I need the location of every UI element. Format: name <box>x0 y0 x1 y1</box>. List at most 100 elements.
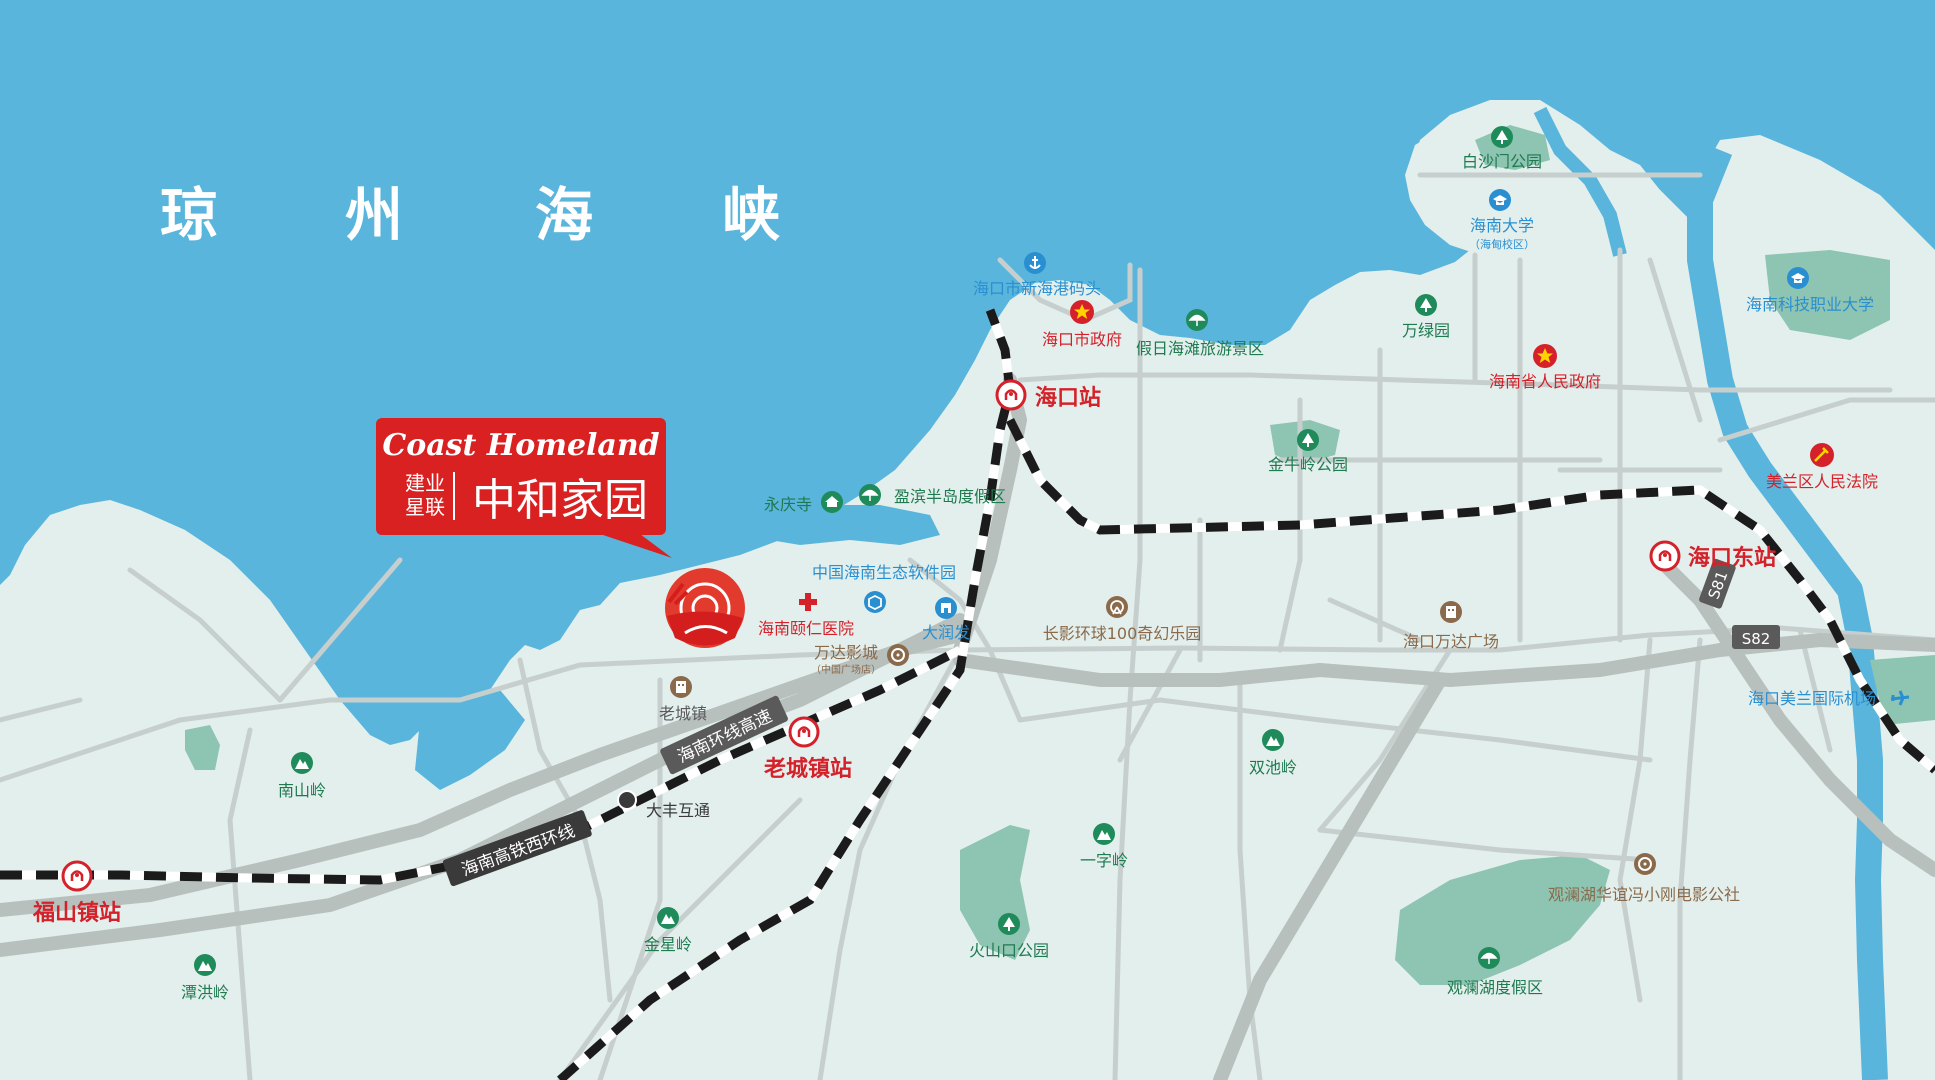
park-icon <box>1297 429 1319 451</box>
poi-jinniuling[interactable]: 金牛岭公园 <box>1268 429 1348 474</box>
poi-label: 假日海滩旅游景区 <box>1136 339 1264 358</box>
poi-label: 海南颐仁医院 <box>758 619 854 638</box>
cinema-reel-icon <box>886 643 910 667</box>
mountain-icon <box>1093 823 1115 845</box>
poi-meilan-airport[interactable]: 海口美兰国际机场 <box>1748 689 1911 708</box>
poi-label: 潭洪岭 <box>181 983 229 1002</box>
park-icon <box>998 913 1020 935</box>
poi-label: 火山口公园 <box>969 941 1049 960</box>
poi-label: 盈滨半岛度假区 <box>894 487 1006 506</box>
poi-label: 双池岭 <box>1249 758 1297 777</box>
station-fushan[interactable]: 福山镇站 <box>32 860 121 926</box>
strait-char-2: 州 <box>345 181 403 249</box>
mountain-icon <box>291 752 313 774</box>
poi-dafeng-interchange[interactable]: 大丰互通 <box>617 790 710 820</box>
poi-haikou-wanda[interactable]: 海口万达广场 <box>1403 601 1499 651</box>
poi-label: 观澜湖华谊冯小刚电影公社 <box>1548 885 1740 904</box>
poi-yiren-hospital[interactable]: 海南颐仁医院 <box>758 593 854 638</box>
train-station-icon <box>61 860 93 892</box>
brand-line1: 建业 <box>405 471 445 495</box>
poi-huoshankou[interactable]: 火山口公园 <box>969 913 1049 960</box>
poi-label: 海口市政府 <box>1042 330 1122 349</box>
poi-guanlanhu-resort[interactable]: 观澜湖度假区 <box>1447 946 1543 997</box>
station-haikou[interactable]: 海口站 <box>995 379 1101 411</box>
sea-area <box>0 0 1935 745</box>
train-station-icon <box>995 379 1027 411</box>
poi-baishamen[interactable]: 白沙门公园 <box>1462 126 1542 171</box>
beach-umbrella-icon <box>1477 946 1501 970</box>
s82-text: S82 <box>1742 630 1771 648</box>
poi-hainan-university[interactable]: 海南大学 （海甸校区） <box>1469 189 1535 251</box>
project-logo-icon <box>665 568 745 648</box>
poi-yingbin[interactable]: 盈滨半岛度假区 <box>858 483 1006 507</box>
court-gavel-icon <box>1808 441 1836 469</box>
poi-nanshanling[interactable]: 南山岭 <box>278 752 326 800</box>
poi-hainan-tech[interactable]: 海南科技职业大学 <box>1746 267 1874 314</box>
park-icon <box>1415 294 1437 316</box>
poi-label: 南山岭 <box>278 781 326 800</box>
poi-yongqing-temple[interactable]: 永庆寺 <box>764 491 843 514</box>
poi-changying[interactable]: 长影环球100奇幻乐园 <box>1043 595 1202 643</box>
poi-label: 金牛岭公园 <box>1268 455 1348 474</box>
poi-label: 中国海南生态软件园 <box>812 563 956 582</box>
brand-callout[interactable]: Coast Homeland 建业 星联 中和家园 <box>376 418 672 558</box>
strait-title: 琼 州 海 峡 <box>160 181 780 249</box>
station-laocheng[interactable]: 老城镇站 <box>763 716 852 782</box>
poi-label: 白沙门公园 <box>1462 152 1542 171</box>
poi-label: 海口万达广场 <box>1403 632 1499 651</box>
interchange-dot-icon <box>617 790 637 810</box>
station-label: 海口站 <box>1035 385 1101 411</box>
poi-label: 万绿园 <box>1402 321 1450 340</box>
park-icon <box>1491 126 1513 148</box>
poi-software-park[interactable]: 中国海南生态软件园 <box>812 563 956 614</box>
station-label: 海口东站 <box>1688 545 1776 571</box>
poi-label: 长影环球100奇幻乐园 <box>1043 624 1202 643</box>
supermarket-icon <box>935 597 957 619</box>
station-label: 老城镇站 <box>763 756 852 782</box>
software-park-icon <box>863 590 887 614</box>
nandu-river-branch <box>1533 106 1627 257</box>
s81-label: S81 <box>1699 558 1736 609</box>
poi-label: 大润发 <box>922 623 970 642</box>
poi-xinhai-port[interactable]: 海口市新海港码头 <box>973 251 1101 298</box>
poi-jinxingling[interactable]: 金星岭 <box>644 907 692 954</box>
poi-label: 海口市新海港码头 <box>973 279 1101 298</box>
poi-shuangchiling[interactable]: 双池岭 <box>1249 729 1297 777</box>
temple-icon <box>821 491 843 513</box>
poi-darunfa[interactable]: 大润发 <box>922 597 970 642</box>
government-star-icon <box>1070 300 1094 324</box>
anchor-icon <box>1023 251 1047 275</box>
poi-haikou-gov[interactable]: 海口市政府 <box>1042 300 1122 349</box>
inlet-west <box>415 690 525 790</box>
poi-label: 大丰互通 <box>646 801 710 820</box>
poi-holiday-beach[interactable]: 假日海滩旅游景区 <box>1136 308 1264 358</box>
brand-line2: 星联 <box>405 495 445 519</box>
brand-name: 中和家园 <box>472 475 648 526</box>
s82-label: S82 <box>1732 625 1780 649</box>
poi-label: 海南大学 <box>1470 216 1534 235</box>
beach-umbrella-icon <box>858 483 882 507</box>
mountain-icon <box>657 907 679 929</box>
poi-label: 金星岭 <box>644 935 692 954</box>
poi-hainan-gov[interactable]: 海南省人民政府 <box>1489 344 1601 391</box>
poi-label: 老城镇 <box>659 704 707 723</box>
poi-wanda-cinema[interactable]: 万达影城 （中国广场店） <box>811 643 910 676</box>
poi-label: 海南科技职业大学 <box>1746 295 1874 314</box>
mall-building-icon <box>1440 601 1462 623</box>
brand-english: Coast Homeland <box>382 428 659 463</box>
mountain-icon <box>1262 729 1284 751</box>
poi-guanlanhu-film[interactable]: 观澜湖华谊冯小刚电影公社 <box>1548 852 1740 904</box>
station-haikou-east[interactable]: 海口东站 <box>1649 540 1776 572</box>
poi-sublabel: （中国广场店） <box>811 663 881 676</box>
station-label: 福山镇站 <box>32 901 121 926</box>
poi-label: 海口美兰国际机场 <box>1748 689 1876 708</box>
poi-laocheng[interactable]: 老城镇 <box>659 676 707 723</box>
government-star-icon <box>1533 344 1557 368</box>
poi-meilan-court[interactable]: 美兰区人民法院 <box>1766 441 1878 491</box>
poi-label: 海南省人民政府 <box>1489 372 1601 391</box>
poi-yiziling[interactable]: 一字岭 <box>1080 823 1128 870</box>
poi-wanlvyuan[interactable]: 万绿园 <box>1402 294 1450 340</box>
poi-tanhongling[interactable]: 潭洪岭 <box>181 954 229 1002</box>
